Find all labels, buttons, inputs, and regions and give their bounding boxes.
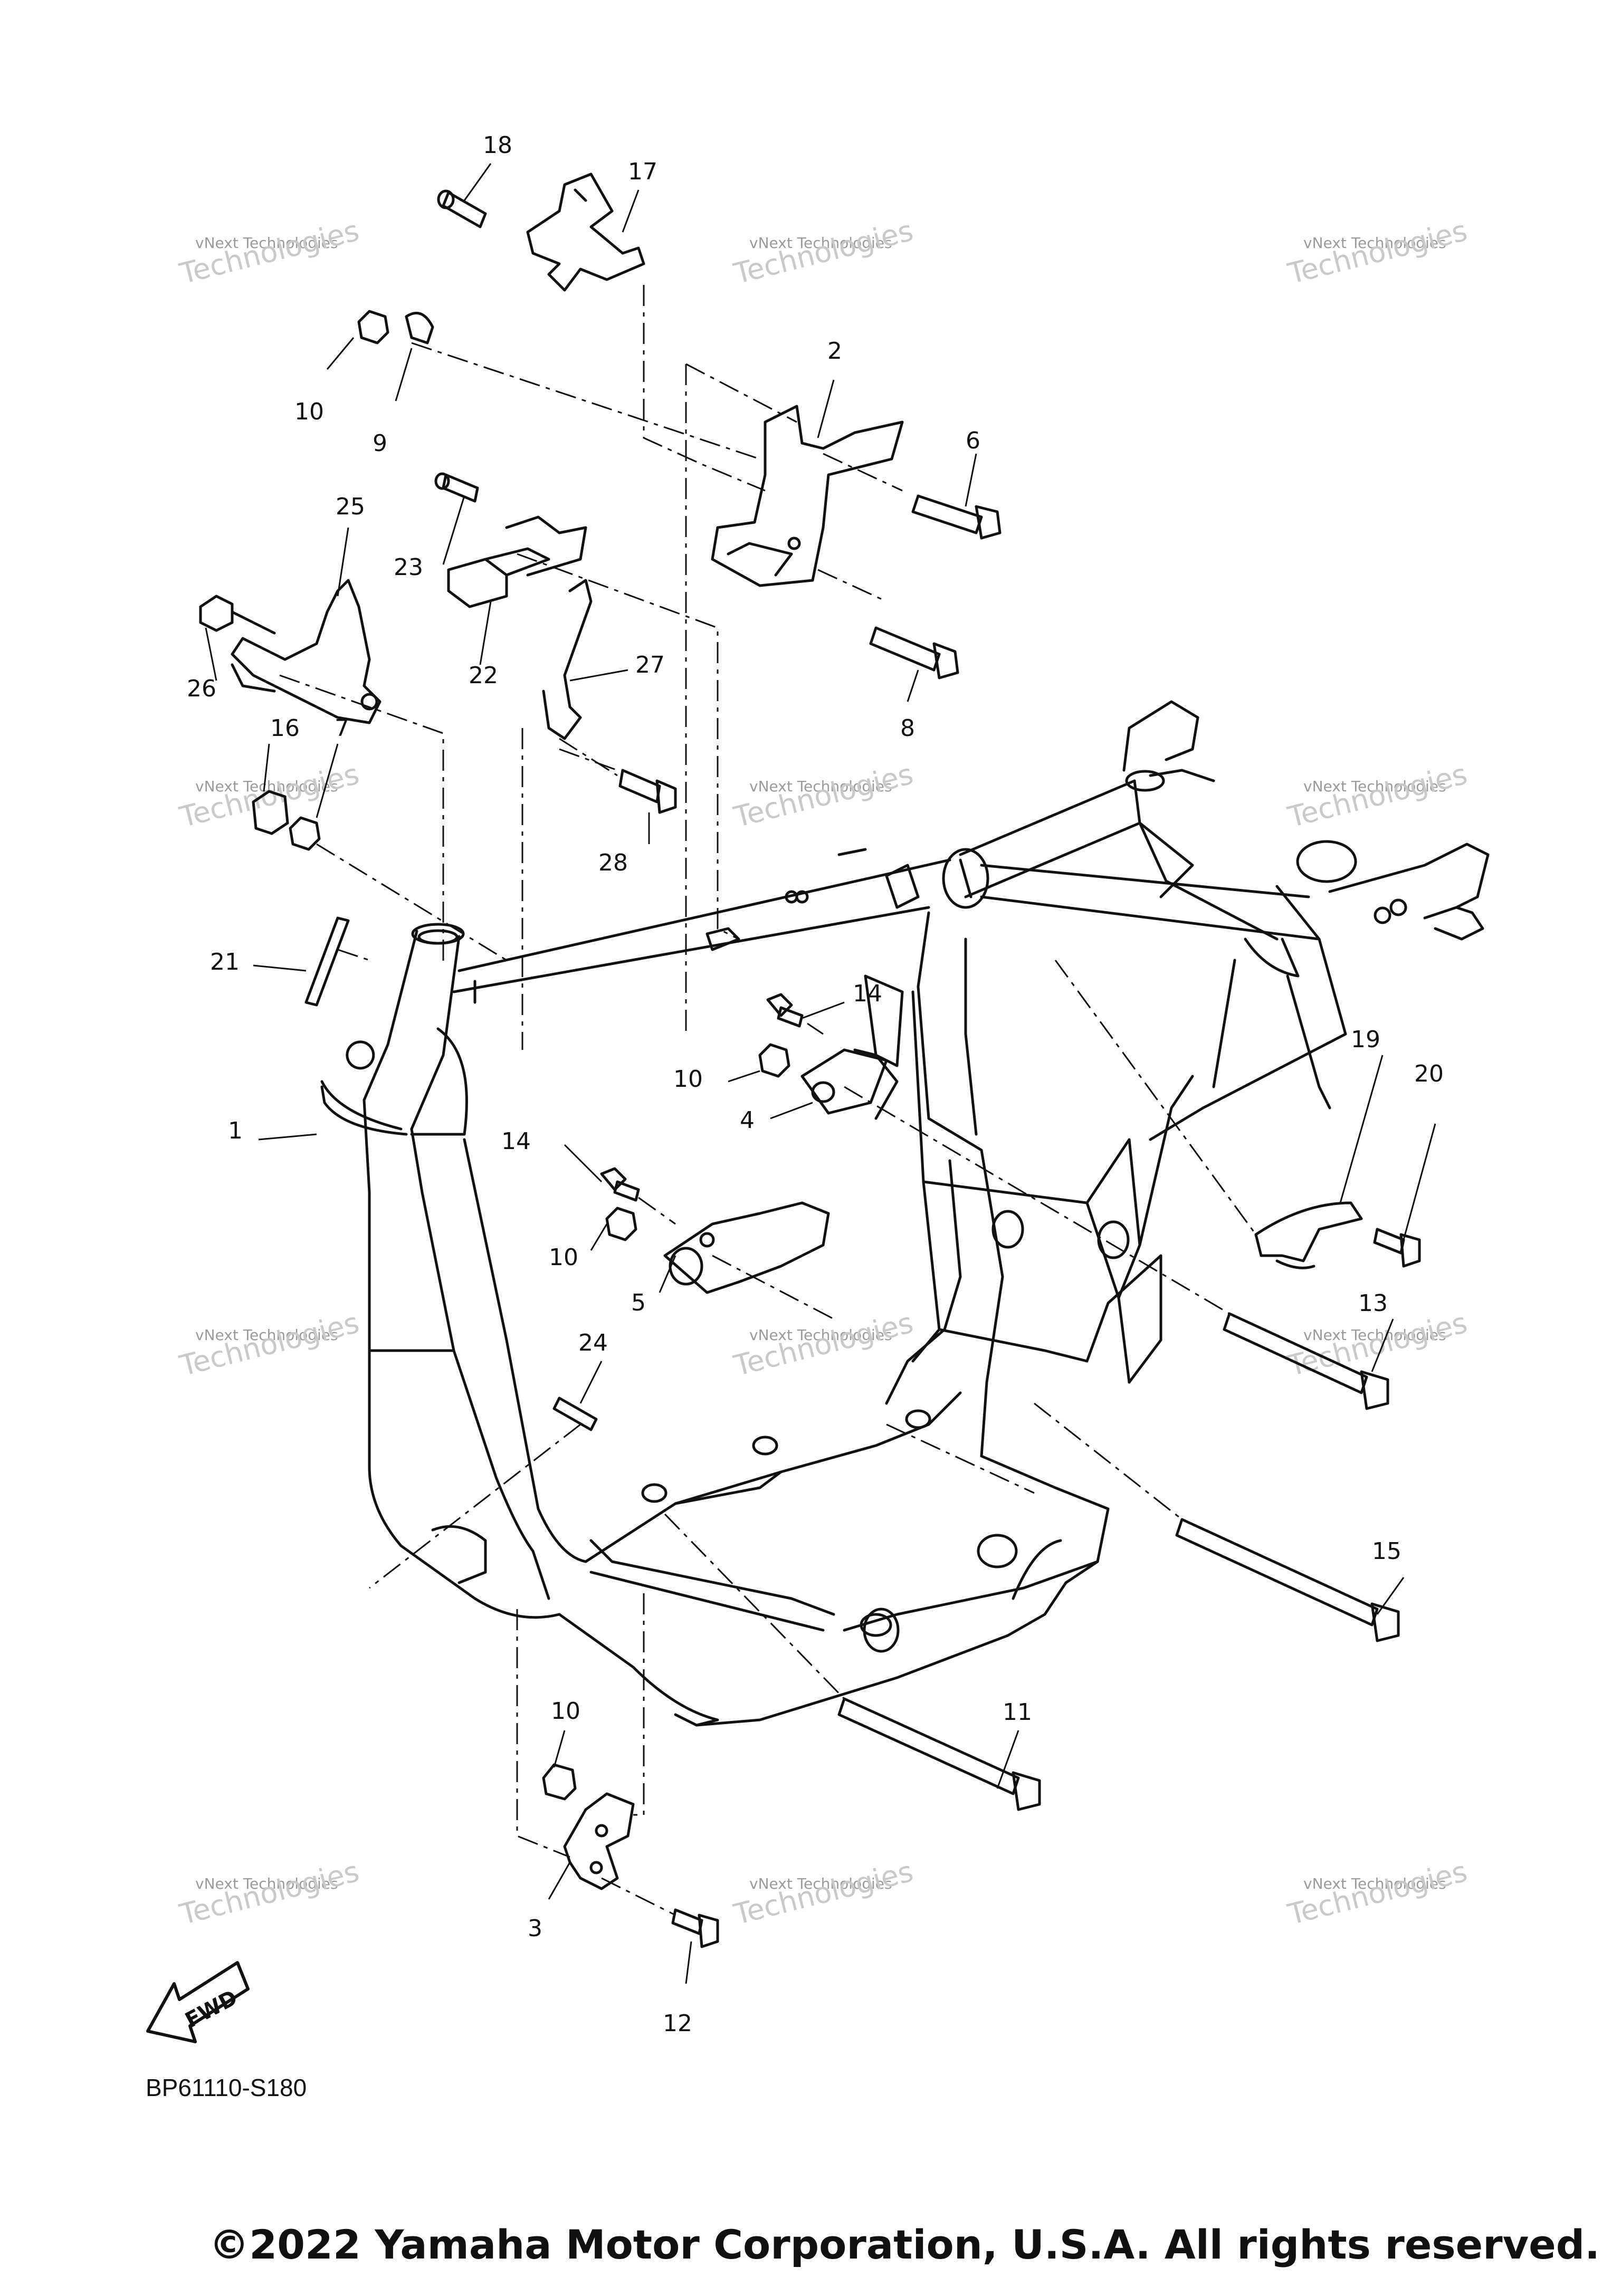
callout-10: 10 xyxy=(294,398,324,425)
watermark-text: vNext Technologies xyxy=(749,1875,892,1892)
part-6-bolt xyxy=(911,494,1002,540)
callout-13: 13 xyxy=(1358,1290,1388,1317)
watermark-text: vNext Technologies xyxy=(749,234,892,252)
watermark-text: Technologies xyxy=(1284,214,1471,290)
leader-lines xyxy=(205,163,1436,1984)
fwd-arrow-icon xyxy=(146,1961,250,2043)
diagram-code: BP61110-S180 xyxy=(146,2074,307,2101)
watermark-text: Technologies xyxy=(176,1306,363,1382)
watermark-text: vNext Technologies xyxy=(1303,778,1446,795)
callout-14: 14 xyxy=(853,980,882,1007)
callout-4: 4 xyxy=(740,1107,755,1134)
watermark-text: vNext Technologies xyxy=(1303,1326,1446,1344)
callout-16: 16 xyxy=(270,715,300,742)
callout-2: 2 xyxy=(827,338,842,365)
part-10-nut xyxy=(357,310,389,345)
main-frame xyxy=(320,700,1490,1727)
alignment-lines xyxy=(279,285,1257,1916)
watermark-text: Technologies xyxy=(1284,757,1471,834)
callout-7: 7 xyxy=(335,715,349,742)
part-16-clip xyxy=(252,790,289,835)
part-15-bolt xyxy=(1175,1518,1400,1642)
callout-8: 8 xyxy=(900,715,915,742)
callout-17: 17 xyxy=(628,158,657,185)
part-2-bracket xyxy=(711,405,904,587)
part-23-bolt xyxy=(434,472,479,503)
part-7-nut xyxy=(289,816,321,851)
part-19-clamp xyxy=(1254,1201,1363,1269)
callout-25: 25 xyxy=(336,493,365,520)
callout-10: 10 xyxy=(551,1698,580,1725)
part-24-pin xyxy=(552,1396,598,1431)
callout-27: 27 xyxy=(635,652,665,678)
callout-12: 12 xyxy=(663,2010,692,2037)
callout-20: 20 xyxy=(1414,1060,1444,1087)
callout-10: 10 xyxy=(549,1244,578,1271)
watermark-text: vNext Technologies xyxy=(195,1875,338,1892)
part-9-clip xyxy=(405,311,434,345)
part-10-nut-bottom xyxy=(542,1763,577,1801)
callout-labels: 18 17 10 9 2 6 25 23 26 22 27 8 16 7 28 … xyxy=(187,132,1444,2037)
watermark-text: Technologies xyxy=(176,757,363,834)
part-26-bolt xyxy=(199,595,276,635)
part-27-bracket xyxy=(542,579,593,740)
watermark-text: vNext Technologies xyxy=(749,778,892,795)
part-11-bolt xyxy=(837,1697,1041,1811)
watermark-text: vNext Technologies xyxy=(749,1326,892,1344)
callout-15: 15 xyxy=(1372,1538,1401,1565)
watermark-text: Technologies xyxy=(730,1854,917,1931)
watermark-text: Technologies xyxy=(730,1306,917,1382)
callout-14: 14 xyxy=(501,1128,531,1155)
part-8-bolt xyxy=(869,626,959,680)
callout-26: 26 xyxy=(187,675,216,702)
callout-28: 28 xyxy=(598,849,628,876)
watermark-text: Technologies xyxy=(730,757,917,834)
watermark-text: Technologies xyxy=(1284,1854,1471,1931)
part-20-bolt xyxy=(1373,1228,1421,1268)
part-22-clamp xyxy=(447,515,587,608)
copyright-notice: ©2022 Yamaha Motor Corporation, U.S.A. A… xyxy=(209,2221,1600,2268)
callout-19: 19 xyxy=(1351,1026,1380,1053)
callout-24: 24 xyxy=(578,1329,608,1356)
part-13-bolt xyxy=(1223,1312,1389,1410)
watermark-text: vNext Technologies xyxy=(1303,1875,1446,1892)
part-5-bracket xyxy=(663,1201,830,1294)
part-4-bracket xyxy=(800,1048,888,1115)
callout-6: 6 xyxy=(966,427,980,454)
part-10-nut-lower xyxy=(605,1207,637,1241)
callout-21: 21 xyxy=(210,949,240,975)
watermark-text: vNext Technologies xyxy=(195,1326,338,1344)
part-14-bolt-upper xyxy=(766,993,804,1028)
callout-11: 11 xyxy=(1003,1699,1032,1726)
callout-22: 22 xyxy=(469,662,498,689)
callout-1: 1 xyxy=(228,1117,243,1144)
callout-10: 10 xyxy=(673,1066,703,1093)
watermark-text: vNext Technologies xyxy=(1303,234,1446,252)
part-25-bracket xyxy=(231,579,382,724)
watermark-text: Technologies xyxy=(730,214,917,290)
callout-3: 3 xyxy=(528,1915,542,1942)
callout-18: 18 xyxy=(483,132,512,159)
callout-23: 23 xyxy=(394,554,423,581)
watermark-text: vNext Technologies xyxy=(195,234,338,252)
part-21-plate xyxy=(304,916,350,1007)
part-28-bolt xyxy=(618,769,677,814)
watermark-text: Technologies xyxy=(176,214,363,290)
callout-9: 9 xyxy=(373,430,387,457)
part-17-bracket xyxy=(526,173,645,292)
part-14-bolt-lower xyxy=(600,1167,640,1202)
part-10-nut-mid xyxy=(758,1043,790,1078)
watermark-text: Technologies xyxy=(176,1854,363,1931)
callout-5: 5 xyxy=(631,1289,646,1316)
part-12-bolt xyxy=(671,1908,719,1948)
part-3-bracket xyxy=(563,1792,635,1890)
part-18-bolt xyxy=(437,189,487,228)
